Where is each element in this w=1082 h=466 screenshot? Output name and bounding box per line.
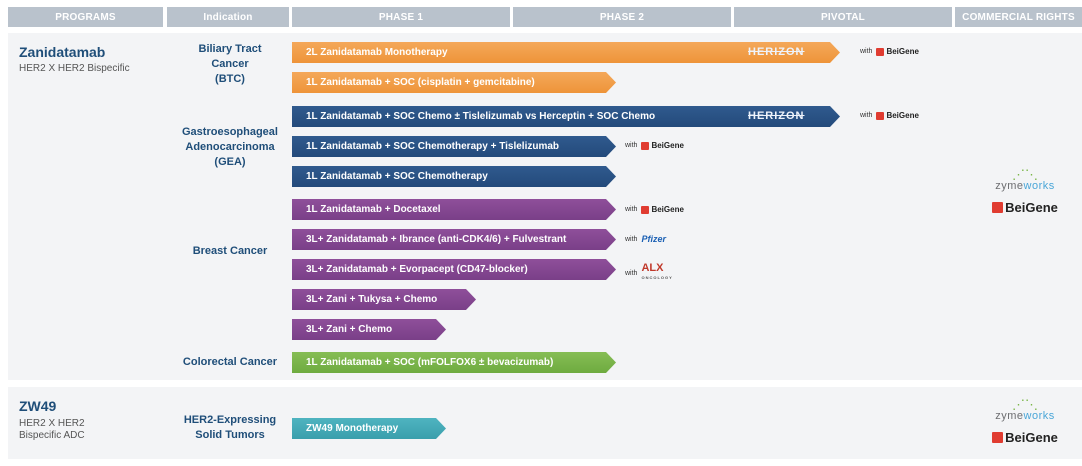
header-phase1: PHASE 1 [292,7,510,27]
partner-beigene: with BeiGene [860,111,919,120]
indication-her2-solid-tumors: HER2-Expressing Solid Tumors [183,414,277,441]
program-bar: 1L Zanidatamab + SOC Chemotherapy + Tisl… [292,136,616,157]
header-commercial-rights: COMMERCIAL RIGHTS [955,7,1082,27]
indication-gea: Gastroesophageal Adenocarcinoma (GEA) [182,126,278,168]
program-bar: 3L+ Zanidatamab + Ibrance (anti-CDK4/6) … [292,229,616,250]
header-phase2: PHASE 2 [513,7,731,27]
commercial-rights-zw49: ⋰⋱ zymeworks BeiGene [975,397,1075,448]
zymeworks-logo: zymeworks [995,410,1055,422]
program-bar: 1L Zanidatamab + SOC (mFOLFOX6 ± bevaciz… [292,352,616,373]
partner-beigene: with BeiGene [625,141,684,150]
program-bar: 1L Zanidatamab + SOC Chemotherapy [292,166,616,187]
herizon-logo: HERIZON [748,110,805,122]
beigene-logo: BeiGene [992,200,1058,215]
program-bar: 1L Zanidatamab + Docetaxel [292,199,616,220]
beigene-icon [641,205,650,214]
program-subtitle: HER2 X HER2 Bispecific ADC [19,418,85,441]
zymeworks-icon: ⋰⋱ [1012,397,1038,412]
beigene-icon [641,141,650,150]
indication-btc: Biliary Tract Cancer (BTC) [198,43,262,85]
commercial-rights-zanidatamab: ⋰⋱ zymeworks BeiGene [975,167,1075,218]
beigene-icon [992,432,1004,443]
partner-pfizer: with Pfizer [625,234,666,244]
beigene-icon [876,111,885,120]
program-bar: 3L+ Zani + Chemo [292,319,446,340]
partner-beigene: with BeiGene [860,47,919,56]
program-bar: 3L+ Zani + Tukysa + Chemo [292,289,476,310]
pfizer-logo: Pfizer [641,234,666,244]
beigene-icon [992,202,1004,213]
zw49-section [8,387,1082,459]
indication-breast: Breast Cancer [192,245,268,257]
program-bar: 3L+ Zanidatamab + Evorpacept (CD47-block… [292,259,616,280]
partner-beigene: with BeiGene [625,205,684,214]
program-bar: 1L Zanidatamab + SOC Chemo ± Tislelizuma… [292,106,840,127]
program-bar: ZW49 Monotherapy [292,418,446,439]
herizon-logo: HERIZON [748,46,805,58]
indication-crc: Colorectal Cancer [182,356,278,368]
beigene-logo: BeiGene [992,430,1058,445]
program-name: ZW49 [19,398,57,414]
program-name: Zanidatamab [19,44,106,60]
zymeworks-icon: ⋰⋱ [1012,167,1038,182]
header-pivotal: PIVOTAL [734,7,952,27]
program-subtitle: HER2 X HER2 Bispecific [19,63,130,74]
zymeworks-logo: zymeworks [995,180,1055,192]
header-indication: Indication [167,7,289,27]
program-bar: 1L Zanidatamab + SOC (cisplatin + gemcit… [292,72,616,93]
header-programs: PROGRAMS [8,7,163,27]
beigene-icon [876,47,885,56]
program-bar: 2L Zanidatamab Monotherapy [292,42,840,63]
